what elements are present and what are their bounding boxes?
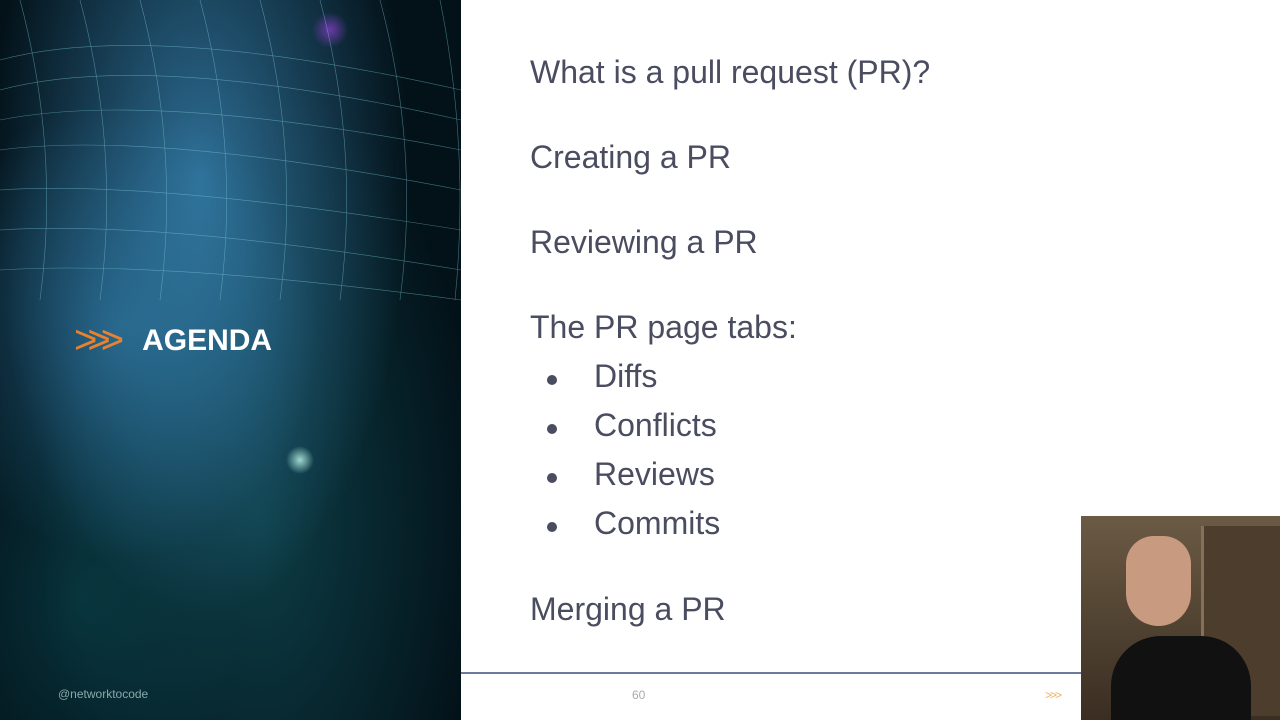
bullet-icon xyxy=(547,375,557,385)
footer-divider xyxy=(461,672,1081,674)
agenda-item: The PR page tabs: xyxy=(530,309,797,345)
network-mesh-graphic xyxy=(0,0,461,301)
presenter-body xyxy=(1111,636,1251,720)
social-handle: @networktocode xyxy=(58,687,149,701)
agenda-item: Creating a PR xyxy=(530,139,731,175)
tab-bullet-item: Conflicts xyxy=(547,407,717,444)
tab-bullet-item: Commits xyxy=(547,505,721,542)
bullet-label: Commits xyxy=(594,505,721,541)
slide-image-panel: >>> AGENDA @networktocode xyxy=(0,0,461,720)
tab-bullet-item: Diffs xyxy=(547,358,658,395)
bullet-icon xyxy=(547,522,557,532)
bullet-label: Conflicts xyxy=(594,407,717,443)
bullet-icon xyxy=(547,424,557,434)
tab-bullet-item: Reviews xyxy=(547,456,715,493)
webcam-overlay xyxy=(1081,516,1280,720)
bullet-label: Reviews xyxy=(594,456,715,492)
agenda-item: What is a pull request (PR)? xyxy=(530,54,931,90)
agenda-item: Reviewing a PR xyxy=(530,224,758,260)
presenter-head xyxy=(1126,536,1191,626)
agenda-item: Merging a PR xyxy=(530,591,726,627)
agenda-title: AGENDA xyxy=(142,323,273,357)
agenda-heading: >>> AGENDA xyxy=(74,318,272,363)
footer-chevrons-icon: >>> xyxy=(1045,688,1062,702)
page-number: 60 xyxy=(632,688,646,702)
bullet-label: Diffs xyxy=(594,358,658,394)
chevrons-icon: >>> xyxy=(74,318,124,362)
bullet-icon xyxy=(547,473,557,483)
